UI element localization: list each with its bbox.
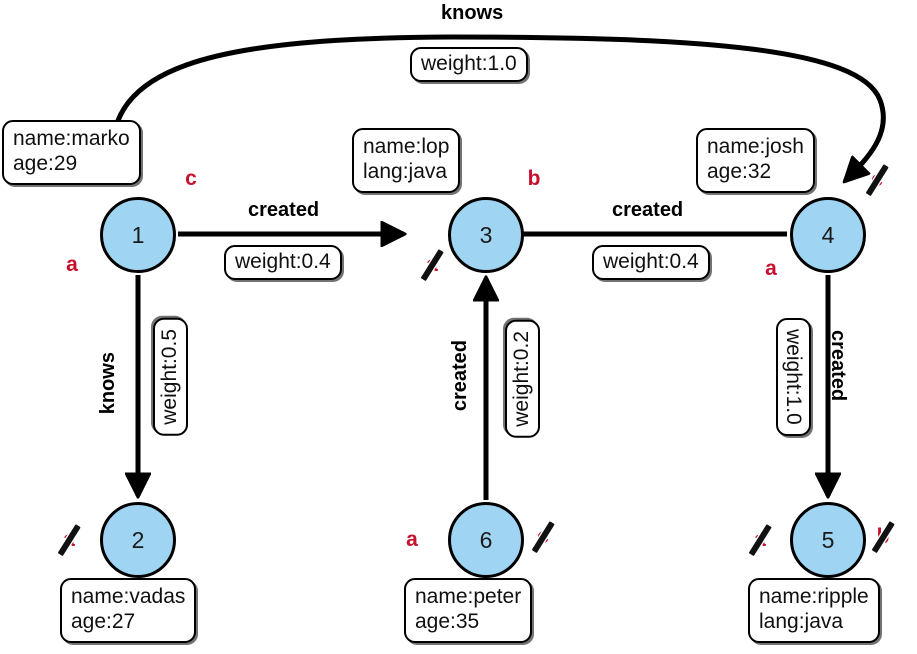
vertex-6-label: 6 (479, 526, 493, 553)
property-line: lang:java (363, 159, 448, 183)
vertex-1[interactable]: 1 (100, 197, 176, 273)
annotation-vertex-1-a: a (66, 253, 78, 276)
edge-weight-created-1-3: weight:0.4 (224, 245, 342, 280)
vertex-2-label: 2 (131, 526, 145, 553)
vertex-3[interactable]: 3 (448, 197, 524, 273)
property-line: age:29 (13, 151, 78, 175)
vertex-4[interactable]: 4 (790, 197, 866, 273)
vertex-2[interactable]: 2 (100, 502, 176, 578)
annotation-vertex-5-b: b (872, 524, 894, 550)
annotation-vertex-6-a: a (406, 528, 418, 551)
property-box-vertex-1: name:marko age:29 (2, 120, 141, 185)
property-line: name:lop (363, 135, 450, 158)
edge-weight-created-4-5: weight:1.0 (776, 318, 811, 436)
edge-label-created-1-3: created (248, 199, 320, 221)
edge-weight-knows-1-4: weight:1.0 (410, 47, 528, 82)
vertex-5-label: 5 (821, 526, 835, 553)
edge-knows-1-4 (109, 34, 886, 181)
annotation-vertex-2-a: a (58, 527, 80, 553)
vertex-3-label: 3 (479, 221, 493, 248)
property-line: name:marko (13, 127, 130, 150)
edge-weight-knows-1-2: weight:0.5 (153, 318, 188, 436)
edge-label-knows-1-4: knows (441, 2, 504, 24)
property-box-vertex-5: name:ripple lang:java (748, 578, 880, 643)
annotation-vertex-3-a: a (421, 252, 443, 278)
property-box-vertex-4: name:josh age:32 (696, 128, 815, 193)
edge-label-created-6-3: created (449, 340, 471, 412)
annotation-vertex-1-c: c (185, 167, 197, 190)
property-box-vertex-6: name:peter age:35 (404, 578, 533, 643)
edge-label-created-4-3: created (612, 199, 684, 221)
annotation-vertex-4-c: c (866, 167, 888, 193)
annotation-vertex-6-c: c (532, 524, 554, 550)
edge-weight-created-4-3: weight:0.4 (592, 245, 710, 280)
edge-weight-created-6-3: weight:0.2 (505, 320, 540, 438)
edge-label-created-4-5: created (827, 330, 849, 402)
property-line: age:35 (415, 609, 480, 633)
annotation-vertex-5-a: a (749, 527, 771, 553)
property-line: age:27 (71, 609, 136, 633)
property-line: name:peter (415, 585, 522, 608)
vertex-4-label: 4 (821, 221, 835, 248)
property-line: lang:java (759, 609, 844, 633)
property-box-vertex-3: name:lop lang:java (352, 128, 461, 193)
vertex-6[interactable]: 6 (448, 502, 524, 578)
edge-label-knows-1-2: knows (97, 352, 119, 415)
property-box-vertex-2: name:vadas age:27 (60, 578, 197, 643)
property-line: name:vadas (71, 585, 186, 608)
annotation-vertex-3-b: b (527, 167, 541, 190)
vertex-1-label: 1 (131, 221, 145, 248)
property-line: name:josh (707, 135, 804, 158)
property-line: name:ripple (759, 585, 869, 608)
annotation-vertex-4-a: a (765, 257, 777, 280)
vertex-5[interactable]: 5 (790, 502, 866, 578)
property-line: age:32 (707, 159, 772, 183)
